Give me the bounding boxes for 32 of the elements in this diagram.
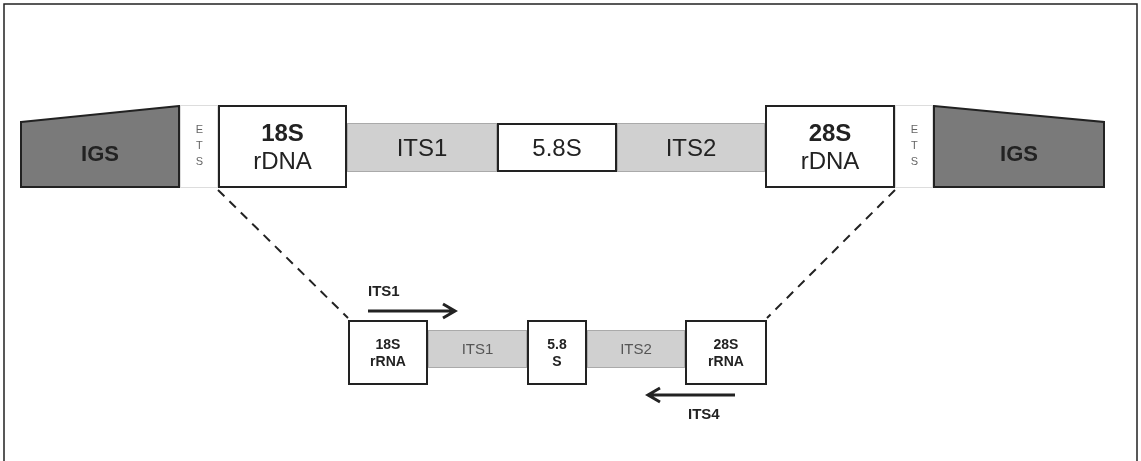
spacer-band (428, 330, 527, 368)
segment-label: ITS2 (620, 340, 652, 358)
segment-label: 5.8S (532, 133, 582, 162)
gene-box (218, 105, 347, 188)
segment-label: ITS1 (461, 340, 494, 358)
segment-label: IGS (1000, 140, 1038, 167)
primer-label: ITS4 (688, 405, 720, 422)
spacer-block (933, 105, 1105, 188)
segment-label: 18S rDNA (252, 118, 313, 175)
segment-label: 28S rDNA (799, 118, 861, 175)
segment-label: 5.8 S (546, 336, 568, 369)
segment-label: ITS1 (396, 133, 448, 162)
gene-box (685, 320, 767, 385)
primer-label: ITS1 (368, 282, 400, 299)
spacer-segment (180, 105, 218, 188)
gene-box (527, 320, 587, 385)
gene-box (348, 320, 428, 385)
vertical-label: ETS (192, 122, 206, 171)
spacer-band (587, 330, 685, 368)
segment-label: ITS2 (665, 133, 717, 162)
segment-label: 28S rRNA (707, 336, 745, 369)
segment-label: 18S rRNA (369, 336, 407, 369)
gene-box (765, 105, 895, 188)
spacer-band (347, 123, 497, 172)
spacer-segment (895, 105, 933, 188)
segment-label: IGS (81, 140, 119, 167)
zoom-line (217, 189, 349, 319)
vertical-label: ETS (907, 122, 921, 171)
zoom-line (766, 189, 896, 319)
spacer-band (617, 123, 765, 172)
gene-box (497, 123, 617, 172)
spacer-block (20, 105, 180, 188)
